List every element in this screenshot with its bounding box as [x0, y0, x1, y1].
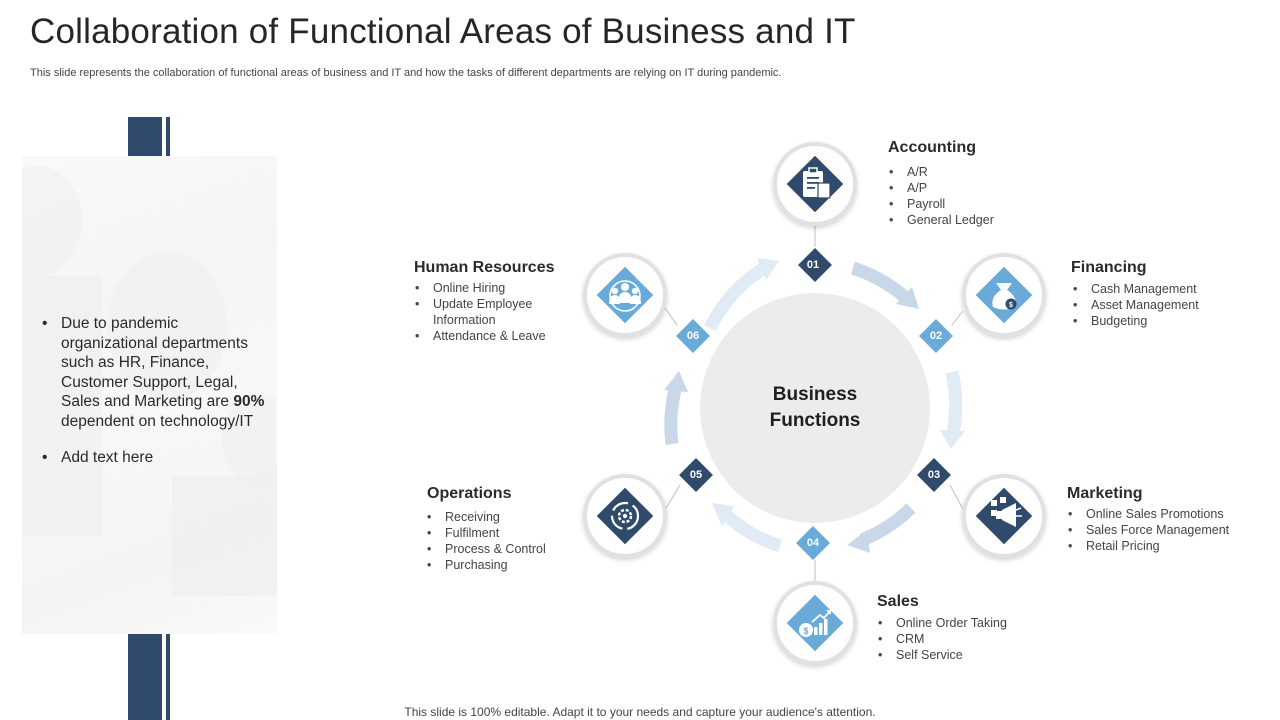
svg-text:$: $ [803, 626, 808, 636]
clipboard-calculator-icon [803, 167, 831, 199]
function-title-accounting: Accounting [888, 139, 976, 156]
arrow-02-03 [945, 370, 963, 436]
function-title-marketing: Marketing [1067, 485, 1143, 502]
arrow-01-02 [850, 261, 911, 303]
accent-bar-bottom-wide [128, 634, 162, 720]
side-bullet-dependency: Due to pandemic organizational departmen… [42, 314, 267, 431]
list-item: Attendance & Leave [415, 328, 555, 344]
icon-circle-sales [773, 581, 857, 665]
list-item: Process & Control [427, 541, 577, 557]
megaphone-icon [991, 497, 1022, 527]
list-item: Online Order Taking [878, 615, 1078, 631]
list-item: General Ledger [889, 212, 1089, 228]
badge-number-01: 01 [806, 259, 820, 271]
arrow-06-01 [704, 262, 768, 331]
function-list-financing: Cash Management Asset Management Budgeti… [1073, 281, 1273, 329]
number-badges [676, 248, 953, 560]
gear-cycle-icon [610, 501, 640, 531]
badge-number-05: 05 [689, 469, 703, 481]
function-list-operations: Receiving Fulfilment Process & Control P… [427, 509, 577, 573]
badge-04 [796, 526, 830, 560]
arrow-03-04 [859, 503, 916, 547]
team-icon [609, 280, 641, 312]
list-item: Retail Pricing [1068, 538, 1273, 554]
center-circle [700, 293, 930, 523]
function-list-sales: Online Order Taking CRM Self Service [878, 615, 1078, 663]
list-item: Payroll [889, 196, 1089, 212]
arrow-04-05 [720, 509, 783, 553]
badge-number-02: 02 [929, 330, 943, 342]
list-item: CRM [878, 631, 1078, 647]
badge-number-03: 03 [927, 469, 941, 481]
badge-05 [679, 458, 713, 492]
list-item: Sales Force Management [1068, 522, 1273, 538]
slide-title: Collaboration of Functional Areas of Bus… [30, 12, 856, 51]
badge-03 [917, 458, 951, 492]
badge-06 [676, 319, 710, 353]
list-item: Asset Management [1073, 297, 1273, 313]
badge-number-04: 04 [806, 537, 820, 549]
function-list-human-resources: Online Hiring Update Employee Informatio… [415, 280, 555, 344]
center-label-line2: Functions [769, 410, 861, 431]
list-item: Update Employee Information [415, 296, 555, 328]
cycle-arrows [664, 258, 965, 553]
list-item: Online Hiring [415, 280, 555, 296]
center-label: Business Functions [715, 382, 915, 434]
list-item: Receiving [427, 509, 577, 525]
svg-text:$: $ [1009, 302, 1013, 309]
list-item: Budgeting [1073, 313, 1273, 329]
function-list-marketing: Online Sales Promotions Sales Force Mana… [1068, 506, 1273, 554]
side-bullets: Due to pandemic organizational departmen… [42, 314, 267, 485]
function-title-human-resources: Human Resources [414, 259, 555, 276]
connectors [664, 225, 964, 582]
growth-chart-icon: $ [799, 609, 832, 637]
accent-bar-top-thin [166, 117, 170, 157]
list-item: Purchasing [427, 557, 577, 573]
arrow-05-06 [664, 384, 683, 445]
center-label-line1: Business [772, 384, 858, 405]
function-list-accounting: A/R A/P Payroll General Ledger [889, 164, 1089, 228]
function-title-operations: Operations [427, 485, 512, 502]
list-item: A/R [889, 164, 1089, 180]
list-item: A/P [889, 180, 1089, 196]
accent-bar-top-wide [128, 117, 162, 157]
slide-footer: This slide is 100% editable. Adapt it to… [404, 705, 876, 719]
side-bullet-placeholder: Add text here [42, 448, 267, 468]
badge-number-06: 06 [686, 330, 700, 342]
function-title-sales: Sales [877, 593, 919, 610]
list-item: Self Service [878, 647, 1078, 663]
dependency-percent: 90% [233, 393, 265, 410]
slide-subtitle: This slide represents the collaboration … [30, 67, 782, 79]
list-item: Cash Management [1073, 281, 1273, 297]
money-bag-icon: $ [992, 283, 1017, 310]
function-title-financing: Financing [1071, 259, 1147, 276]
list-item: Online Sales Promotions [1068, 506, 1273, 522]
list-item: Fulfilment [427, 525, 577, 541]
badge-02 [919, 319, 953, 353]
accent-bar-bottom-thin [166, 634, 170, 720]
